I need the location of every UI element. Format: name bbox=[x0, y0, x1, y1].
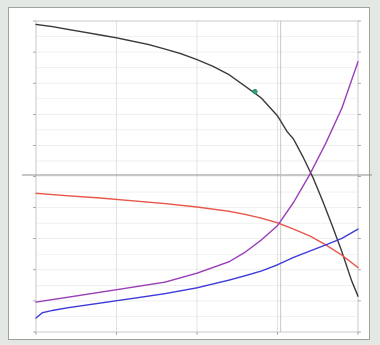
data-marker-1 bbox=[252, 88, 258, 95]
gridlines bbox=[22, 20, 372, 333]
series-line-4 bbox=[35, 228, 359, 319]
ticks bbox=[33, 20, 361, 335]
series-line-2 bbox=[35, 192, 359, 269]
markers bbox=[252, 88, 258, 95]
series-line-1 bbox=[35, 23, 359, 297]
series-lines bbox=[35, 23, 359, 319]
series-line-3 bbox=[35, 61, 359, 303]
